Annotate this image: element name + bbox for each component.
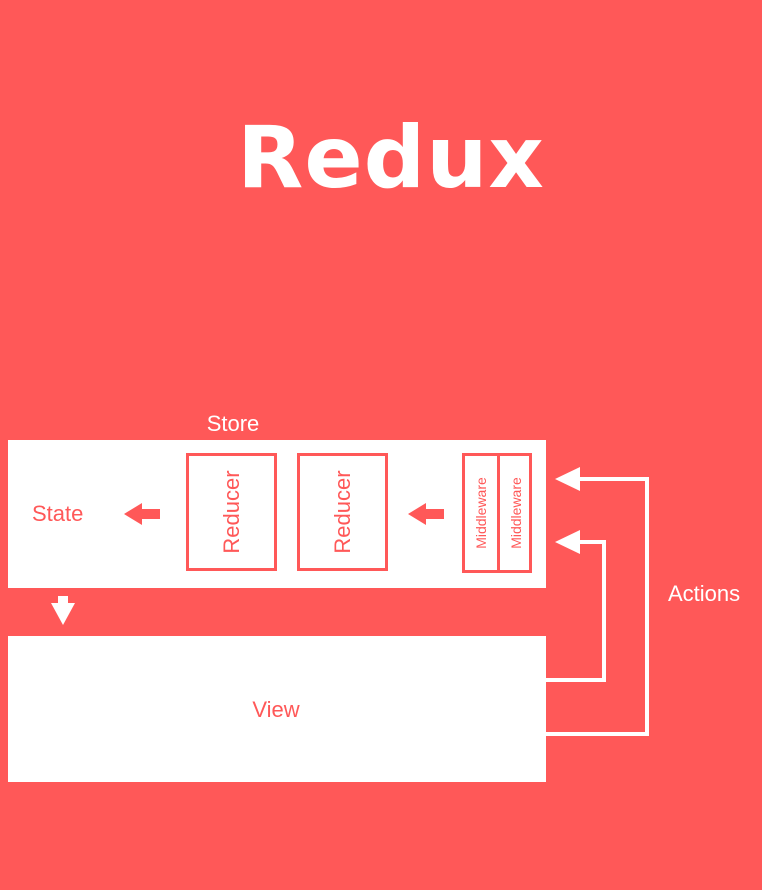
reducer-label-1: Reducer [218,470,244,554]
store-label: Store [206,411,260,436]
middleware-cell-2: Middleware [500,456,532,570]
action-path-outer [546,467,649,736]
view-label: View [252,697,300,722]
action-line-inner [546,540,606,682]
reducer-box-1: Reducer [186,453,277,571]
middleware-cell-1: Middleware [465,456,497,570]
middleware-label-2: Middleware [508,477,524,549]
reducer-box-2: Reducer [297,453,388,571]
middleware-divider [497,456,500,570]
arrow-head-store-to-view [51,603,75,625]
middleware-box: Middleware Middleware [462,453,532,573]
action-line-outer [546,477,649,736]
middleware-label-1: Middleware [473,477,489,549]
store-box [8,440,546,588]
action-arrow-head-inner [555,530,580,554]
arrow-shaft-store-to-view [58,596,68,604]
view-box [8,636,546,782]
arrow-store-to-view [51,596,75,625]
action-path-inner [546,530,606,682]
reducer-label-2: Reducer [329,470,355,554]
action-arrow-head-outer [555,467,580,491]
actions-label: Actions [668,581,741,606]
state-label: State [32,501,84,526]
diagram-title: Redux [237,108,545,208]
